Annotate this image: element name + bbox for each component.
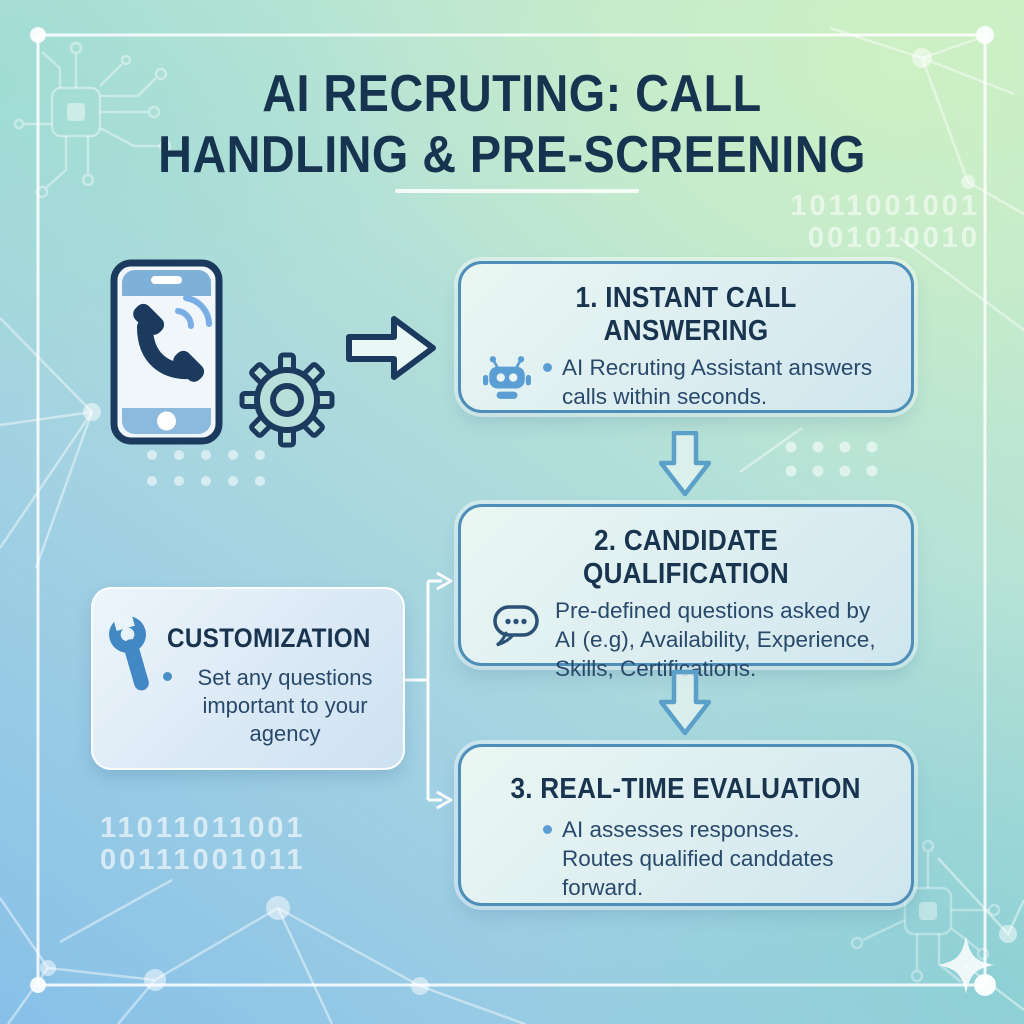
customization-connectors: [404, 571, 453, 810]
bullet-dot: [163, 672, 172, 681]
binary-digits-bottom-left: 11011011001 00111001011: [100, 812, 306, 877]
sparkle-icon: [938, 936, 994, 994]
gear-icon: [239, 352, 335, 448]
phone-icon: [110, 259, 223, 445]
step-body-text: AI assesses responses. Routes qualified …: [562, 816, 887, 902]
step-body-text: AI Recruting Assistant answers calls wit…: [562, 355, 873, 409]
step-heading: 1. INSTANT CALL ANSWERING: [471, 282, 901, 348]
chat-bubble-icon: [491, 601, 541, 652]
arrow-down-icon: [659, 431, 711, 497]
intro-graphic: [110, 259, 436, 448]
customization-heading: CUSTOMIZATION: [167, 623, 385, 654]
title-line-1: AI RECRUTING: CALL: [262, 65, 762, 123]
customization-body-text: Set any questions important to your agen…: [197, 665, 373, 747]
step-heading: 3. REAL-TIME EVALUATION: [471, 773, 901, 806]
step-heading-text: 3. REAL-TIME EVALUATION: [510, 773, 862, 805]
page-title: AI RECRUTING: CALL HANDLING & PRE-SCREEN…: [51, 64, 973, 186]
title-line-2: HANDLING & PRE-SCREENING: [158, 125, 866, 184]
step-body-text: Pre-defined questions asked by AI (e.g),…: [555, 598, 876, 681]
wrench-icon: [105, 609, 157, 700]
customization-heading-text: CUSTOMIZATION: [167, 623, 371, 653]
step-box-candidate-qualification: 2. CANDIDATE QUALIFICATION Pre-defined q…: [458, 504, 914, 681]
step-box-real-time-evaluation: 3. REAL-TIME EVALUATION AI assesses resp…: [458, 744, 914, 906]
robot-icon: [483, 354, 531, 405]
step-heading-text: 2. CANDIDATE QUALIFICATION: [582, 525, 789, 590]
bullet-dot: [543, 825, 552, 834]
step-box-instant-call-answering: 1. INSTANT CALL ANSWERING AI Recruting A…: [458, 261, 914, 413]
binary-digits-top-right: 1011001001 001010010: [790, 190, 980, 255]
step-heading: 2. CANDIDATE QUALIFICATION: [471, 525, 901, 591]
arrow-right-icon: [346, 316, 436, 380]
arrow-down-icon: [659, 669, 711, 736]
step-body-line-1: AI assesses responses.: [562, 817, 800, 842]
title-divider: [395, 189, 639, 193]
step-body-line-2: Routes qualified canddates forward.: [562, 845, 834, 900]
customization-box: CUSTOMIZATION Set any questions importan…: [91, 587, 405, 770]
step-heading-text: 1. INSTANT CALL ANSWERING: [575, 282, 797, 347]
bullet-dot: [543, 363, 552, 372]
